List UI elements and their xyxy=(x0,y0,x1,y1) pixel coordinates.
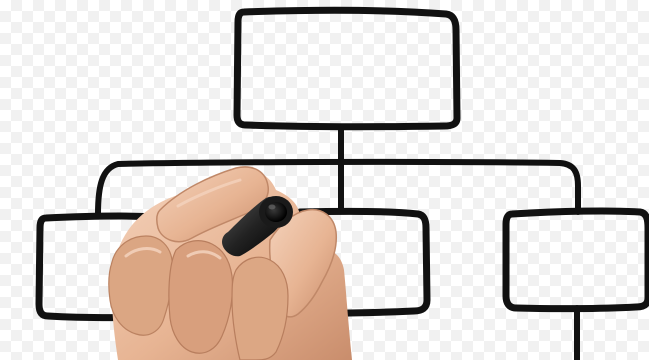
hand xyxy=(109,167,352,360)
right-box xyxy=(506,211,648,309)
top-box xyxy=(237,10,457,126)
